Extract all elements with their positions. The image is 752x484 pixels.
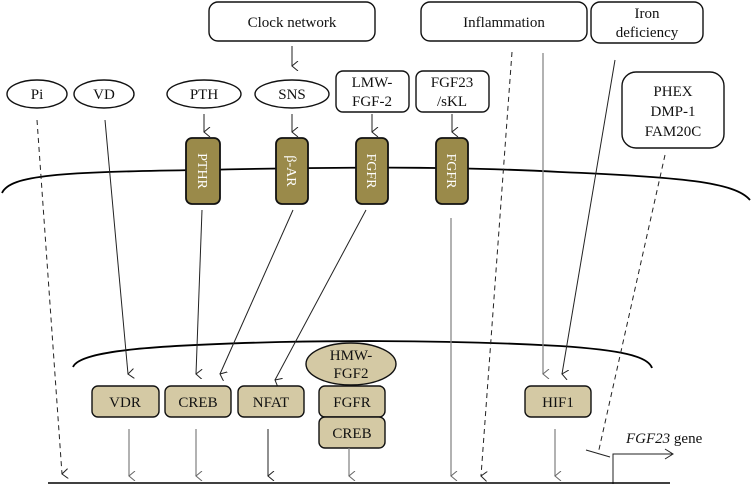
hmw-fgf2-label-line1: HMW- bbox=[330, 348, 373, 364]
vd-to-vdr-arrow bbox=[104, 119, 128, 374]
pth-label: PTH bbox=[190, 87, 219, 103]
pthr-to-creb-arrow bbox=[196, 209, 203, 374]
fgf23-skl-box: FGF23 /sKL bbox=[415, 70, 490, 113]
receptor-pthr-label: PTHR bbox=[194, 153, 209, 189]
iron-deficiency-label-line1: Iron bbox=[635, 6, 660, 22]
clock-network-label: Clock network bbox=[248, 15, 337, 31]
iron-deficiency-label-line2: deficiency bbox=[616, 25, 679, 41]
fam20c-label: FAM20C bbox=[645, 124, 701, 140]
hmw-fgf2-ellipse: HMW- FGF2 bbox=[305, 342, 397, 386]
nuclear-factor-creb: CREB bbox=[164, 385, 232, 418]
creb-2-label: CREB bbox=[332, 426, 371, 442]
clock-network-box: Clock network bbox=[208, 1, 376, 42]
creb-label: CREB bbox=[178, 395, 217, 411]
phex-dmp1-fam20c-box: PHEX DMP-1 FAM20C bbox=[621, 71, 725, 149]
receptor-fgfr-1-label: FGFR bbox=[363, 153, 378, 189]
iron-deficiency-box: Iron deficiency bbox=[590, 1, 704, 44]
pth-ellipse: PTH bbox=[166, 79, 242, 109]
vdr-label: VDR bbox=[109, 395, 141, 411]
dmp1-label: DMP-1 bbox=[650, 104, 695, 120]
receptor-pthr: PTHR bbox=[185, 137, 221, 205]
receptor-fgfr-2-label: FGFR bbox=[443, 153, 458, 189]
fgf23-gene-label: FGF23 gene bbox=[625, 431, 703, 447]
nuclear-factor-creb-2: CREB bbox=[318, 416, 386, 449]
fgf23-promoter-arrow bbox=[612, 453, 672, 484]
iron-deficiency-to-hif1-arrow bbox=[562, 59, 616, 374]
lmw-fgf2-label-line1: LMW- bbox=[352, 75, 393, 91]
lmw-fgf2-label-line2: FGF-2 bbox=[352, 94, 392, 110]
vd-label: VD bbox=[93, 87, 115, 103]
bar-to-creb-arrow bbox=[220, 209, 294, 374]
phex-label: PHEX bbox=[653, 84, 692, 100]
sns-label: SNS bbox=[278, 87, 306, 103]
nuclear-factor-fgfr: FGFR bbox=[318, 385, 386, 418]
hmw-fgf2-label-line2: FGF2 bbox=[333, 366, 368, 382]
nfat-label: NFAT bbox=[253, 395, 289, 411]
lmw-fgf2-box: LMW- FGF-2 bbox=[335, 70, 410, 113]
inflammation-box: Inflammation bbox=[420, 1, 588, 42]
pi-to-gene-dashed-arrow bbox=[36, 119, 62, 474]
nuclear-membrane bbox=[72, 340, 653, 369]
nuclear-factor-nfat: NFAT bbox=[237, 385, 305, 418]
nuclear-factor-vdr: VDR bbox=[91, 385, 160, 418]
fgfr-to-nfat-arrow bbox=[275, 209, 367, 380]
pi-ellipse: Pi bbox=[6, 79, 68, 109]
phex-inhibition-dashed-line bbox=[597, 154, 666, 455]
fgf23-skl-label-line1: FGF23 bbox=[431, 75, 474, 91]
receptor-fgfr-1: FGFR bbox=[355, 137, 389, 205]
receptor-beta-ar: β-AR bbox=[275, 137, 309, 205]
pi-label: Pi bbox=[31, 87, 44, 103]
inhibition-bar bbox=[585, 449, 611, 458]
promoter-arrowhead bbox=[664, 448, 674, 460]
inflammation-label: Inflammation bbox=[463, 15, 545, 31]
sns-ellipse: SNS bbox=[254, 79, 330, 109]
gene-name: FGF23 bbox=[625, 431, 670, 447]
nuclear-fgfr-label: FGFR bbox=[333, 395, 371, 411]
inflammation-to-gene-dashed-arrow bbox=[481, 51, 513, 476]
vd-ellipse: VD bbox=[73, 79, 135, 109]
receptor-beta-ar-label: β-AR bbox=[283, 155, 298, 187]
fgf23-skl-label-line2: /sKL bbox=[437, 94, 467, 110]
nuclear-factor-hif1: HIF1 bbox=[524, 385, 592, 418]
receptor-fgfr-2: FGFR bbox=[435, 137, 469, 205]
gene-suffix: gene bbox=[670, 431, 702, 447]
hif1-label: HIF1 bbox=[542, 395, 574, 411]
